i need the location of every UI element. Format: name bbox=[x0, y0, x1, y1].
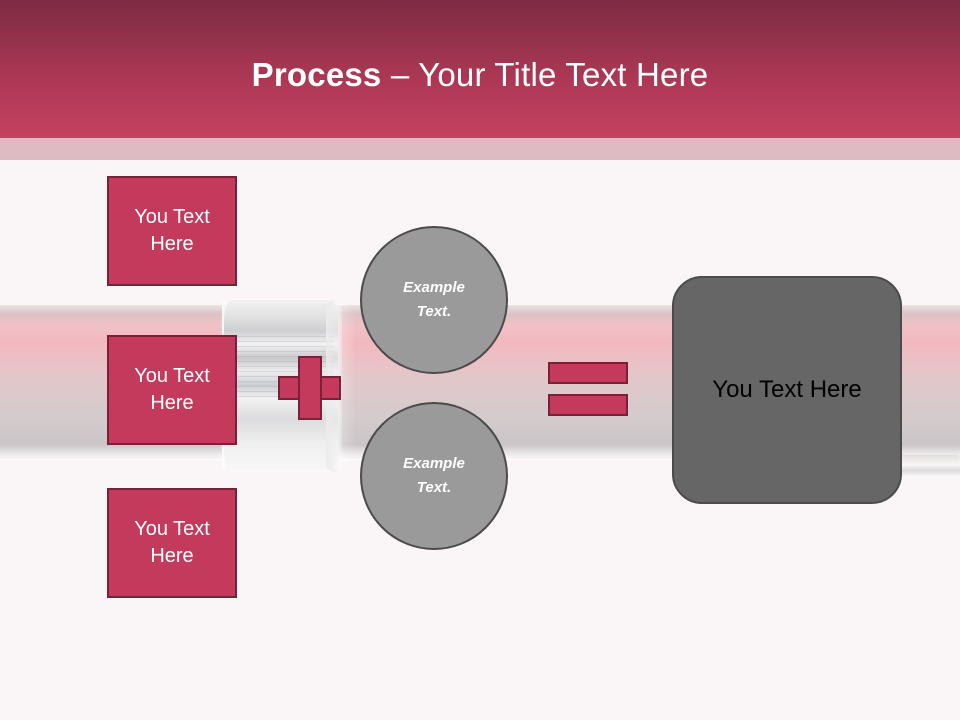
page-title: Process – Your Title Text Here bbox=[0, 55, 960, 95]
plus-icon bbox=[278, 356, 341, 420]
equals-icon bbox=[548, 362, 628, 416]
modifier-circle-1-label: Example Text. bbox=[403, 279, 465, 320]
input-box-1-label: You Text Here bbox=[134, 206, 210, 255]
input-box-3[interactable]: You Text Here bbox=[107, 488, 237, 598]
slide-header-accent-band bbox=[0, 138, 960, 160]
modifier-circle-1[interactable]: Example Text. bbox=[360, 226, 508, 374]
page-title-rest: – Your Title Text Here bbox=[381, 56, 709, 93]
modifier-circle-2-label: Example Text. bbox=[403, 455, 465, 496]
equals-icon-bottom-bar bbox=[548, 394, 628, 416]
input-box-3-label: You Text Here bbox=[134, 518, 210, 567]
modifier-circle-2[interactable]: Example Text. bbox=[360, 402, 508, 550]
plus-icon-center-fill bbox=[300, 378, 319, 398]
input-box-2[interactable]: You Text Here bbox=[107, 335, 237, 445]
result-box-label: You Text Here bbox=[712, 376, 862, 403]
result-box[interactable]: You Text Here bbox=[672, 276, 902, 504]
equals-icon-top-bar bbox=[548, 362, 628, 384]
input-box-2-label: You Text Here bbox=[134, 365, 210, 414]
input-box-1[interactable]: You Text Here bbox=[107, 176, 237, 286]
page-title-bold: Process bbox=[251, 56, 382, 93]
slide-header bbox=[0, 0, 960, 138]
